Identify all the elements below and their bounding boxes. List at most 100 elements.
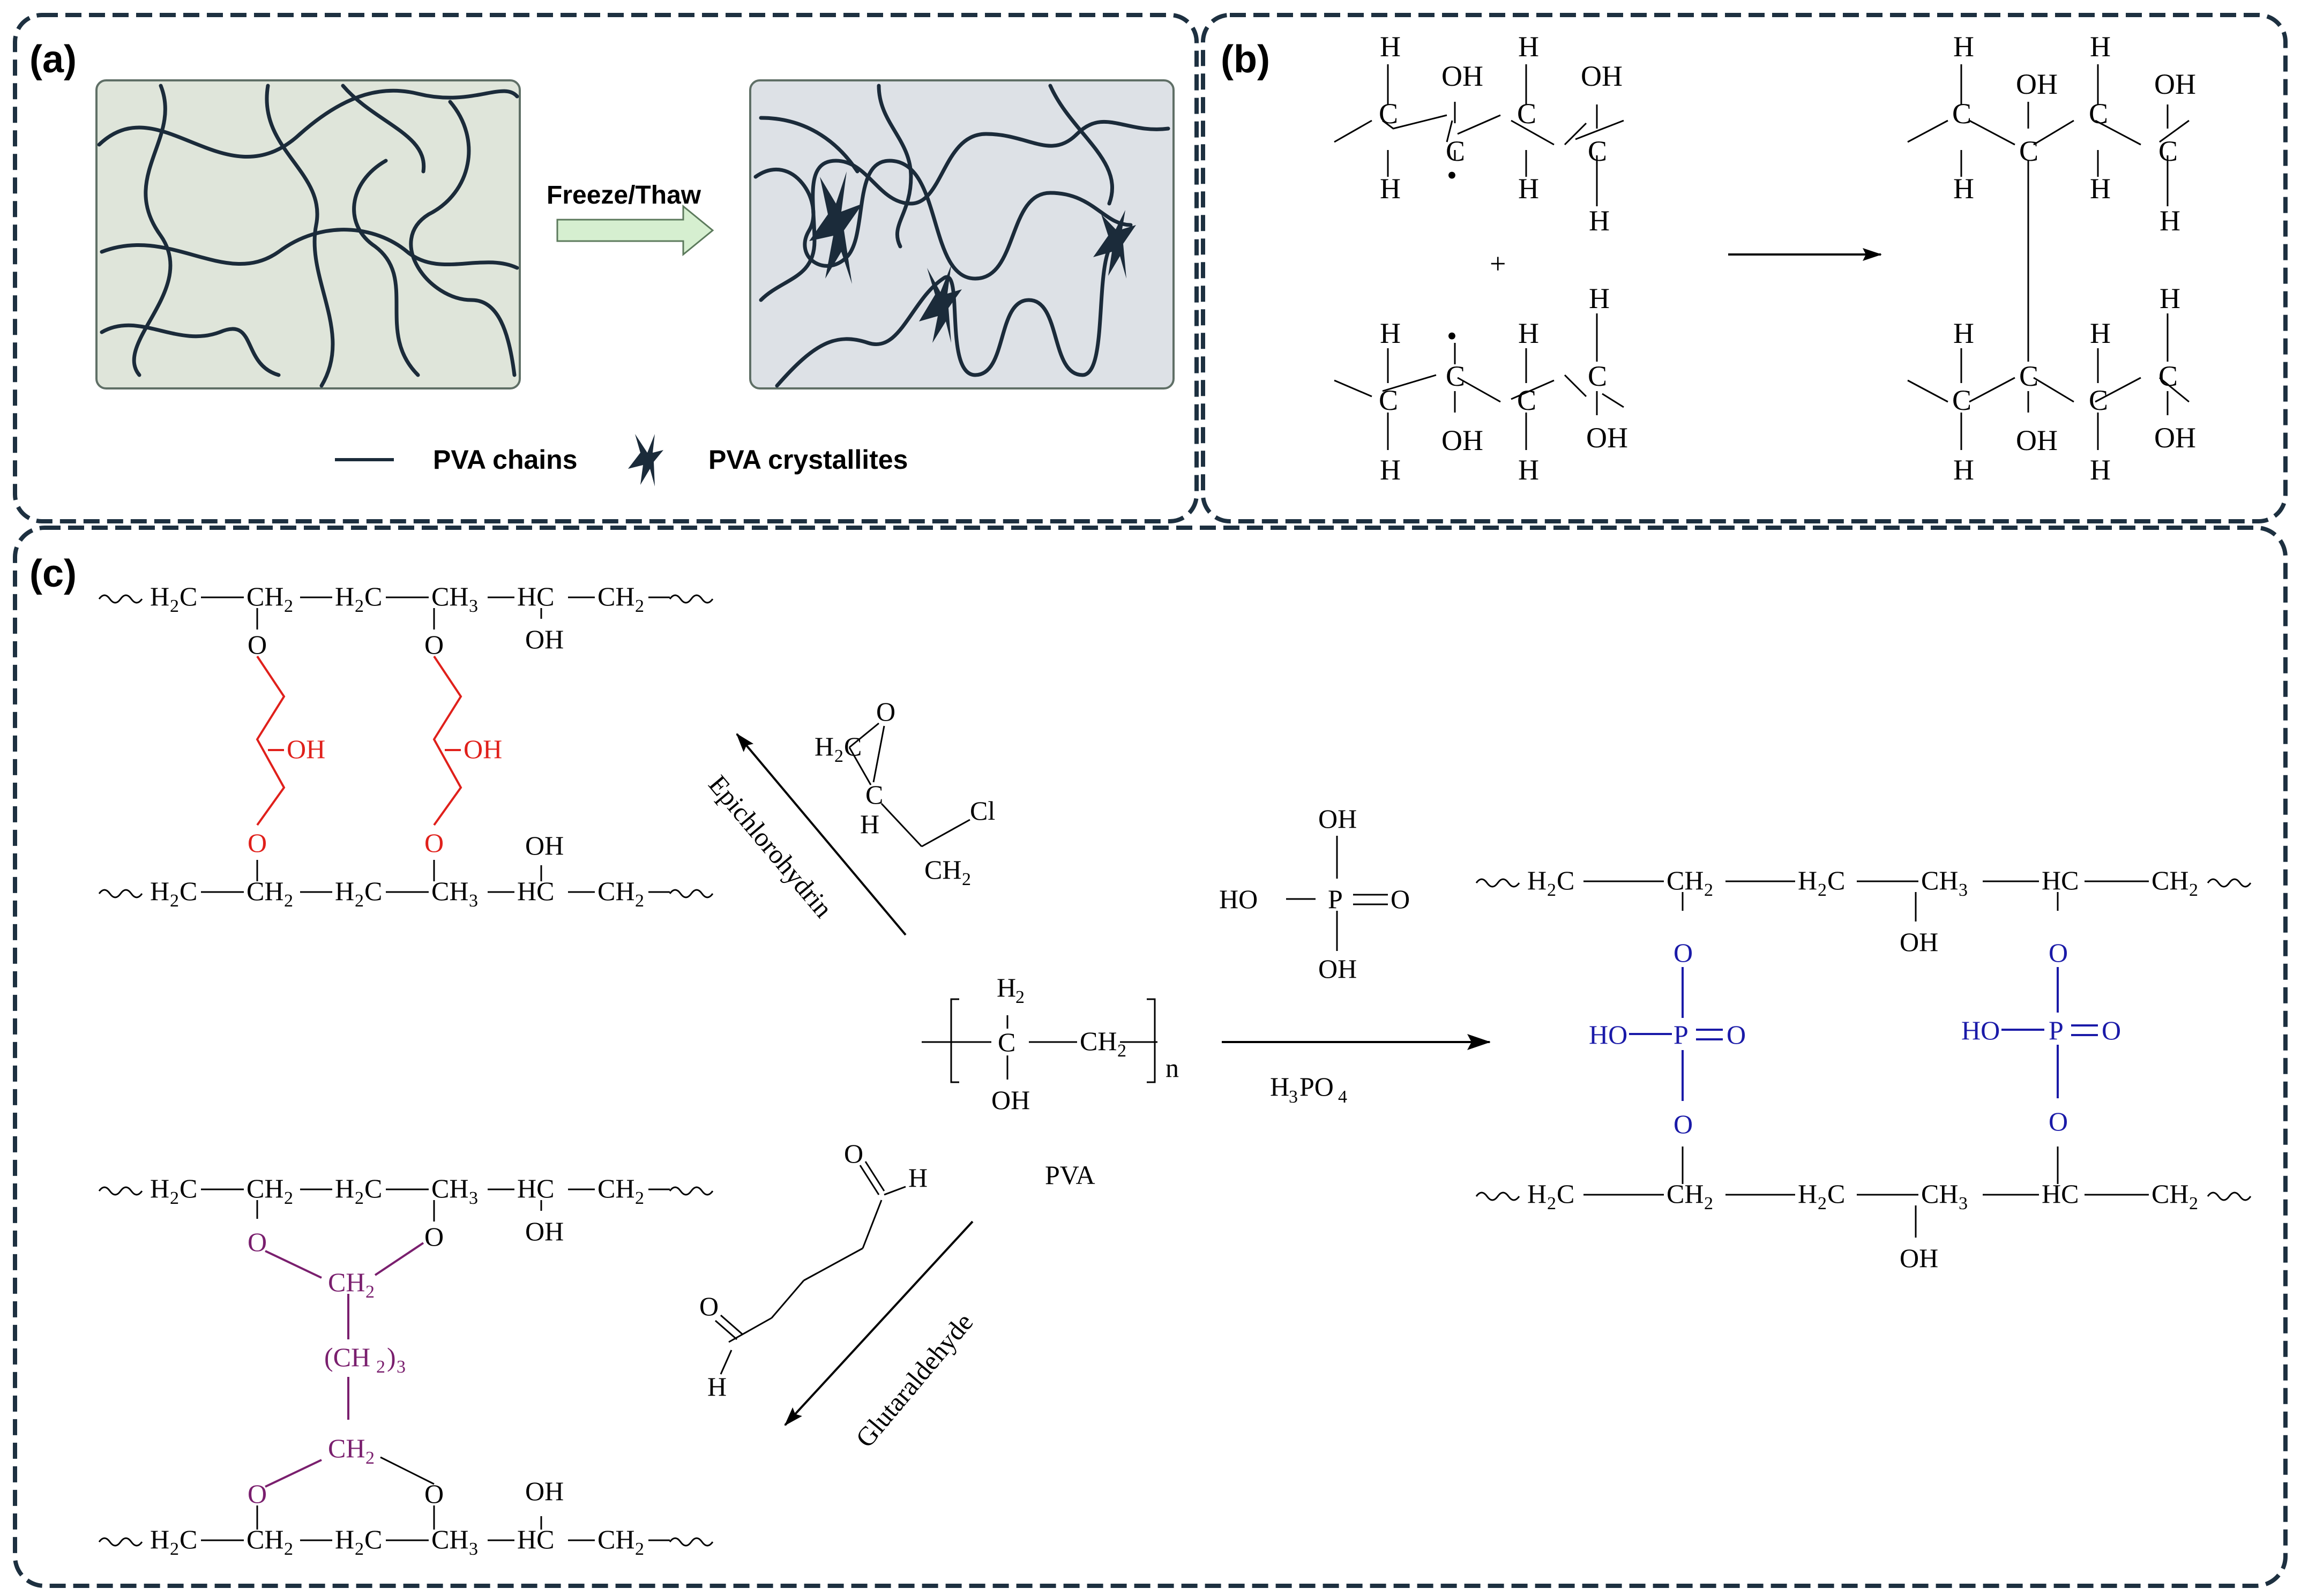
svg-text:CH: CH <box>328 1267 365 1297</box>
svg-text:3: 3 <box>469 891 478 911</box>
svg-text:OH: OH <box>1441 60 1483 92</box>
panel-a-label: (a) <box>29 38 77 81</box>
svg-text:CH: CH <box>431 876 468 906</box>
svg-text:CH: CH <box>1921 865 1958 895</box>
svg-text:H: H <box>2090 454 2111 486</box>
svg-text:OH: OH <box>1441 424 1483 456</box>
svg-text:3: 3 <box>397 1357 406 1377</box>
svg-text:O: O <box>2049 938 2068 968</box>
svg-text:O: O <box>1674 938 1693 968</box>
svg-text:HC: HC <box>517 876 554 906</box>
svg-text:H: H <box>1518 317 1539 349</box>
svg-text:2: 2 <box>962 870 971 889</box>
svg-text:H: H <box>1518 31 1539 63</box>
legend-chains-label: PVA chains <box>433 445 578 475</box>
svg-text:2: 2 <box>355 1539 364 1559</box>
svg-text:H: H <box>2160 205 2180 237</box>
svg-text:O: O <box>1391 884 1410 914</box>
svg-text:O: O <box>2102 1015 2121 1045</box>
svg-text:H: H <box>1589 205 1610 237</box>
svg-text:CH: CH <box>1080 1026 1117 1056</box>
svg-text:C: C <box>1517 98 1536 130</box>
svg-text:C: C <box>180 581 197 611</box>
svg-text:2: 2 <box>2189 880 2198 900</box>
svg-text:Cl: Cl <box>970 796 995 826</box>
pva-crystallites <box>809 171 1136 343</box>
svg-text:H: H <box>1953 173 1974 205</box>
svg-text:OH: OH <box>525 1216 564 1246</box>
svg-text:H: H <box>707 1372 727 1402</box>
svg-text:H: H <box>1380 173 1401 205</box>
svg-text:H: H <box>335 581 354 611</box>
svg-text:OH: OH <box>525 624 564 654</box>
svg-text:HO: HO <box>1961 1015 2000 1045</box>
svg-text:O: O <box>424 1479 444 1509</box>
svg-text:H: H <box>1270 1072 1289 1102</box>
svg-text:2: 2 <box>1704 880 1713 900</box>
svg-text:CH: CH <box>328 1433 365 1463</box>
crosslinked-product-b <box>1907 64 2190 450</box>
svg-text:C: C <box>2019 360 2038 392</box>
svg-text:OH: OH <box>2154 68 2196 100</box>
svg-text:H: H <box>1798 1179 1817 1209</box>
svg-text:CH: CH <box>431 581 468 611</box>
svg-text:OH: OH <box>2154 422 2196 454</box>
svg-text:O: O <box>876 696 895 726</box>
svg-text:CH: CH <box>431 1173 468 1203</box>
svg-text:OH: OH <box>1900 1243 1938 1273</box>
svg-text:OH: OH <box>1900 927 1938 957</box>
svg-text:2: 2 <box>376 1357 385 1377</box>
epichlorohydrin-product: H2CH C CH2 H2C CH3 HC CH2 O O OH OH OH O… <box>98 581 714 911</box>
svg-text:2: 2 <box>2189 1194 2198 1213</box>
svg-text:2: 2 <box>355 891 364 911</box>
svg-text:2: 2 <box>1117 1041 1126 1061</box>
svg-text:H: H <box>335 1173 354 1203</box>
svg-text:2: 2 <box>170 1188 179 1208</box>
glutaraldehyde-label: Glutaraldehyde <box>850 1307 979 1453</box>
svg-text:OH: OH <box>1586 422 1628 454</box>
svg-text:HC: HC <box>517 1173 554 1203</box>
svg-text:H: H <box>815 731 834 761</box>
svg-text:C: C <box>865 780 883 810</box>
svg-text:OH: OH <box>991 1085 1030 1115</box>
svg-text:2: 2 <box>635 891 644 911</box>
svg-text:O: O <box>699 1291 719 1321</box>
svg-text:C: C <box>1517 384 1536 416</box>
svg-text:2: 2 <box>284 596 293 616</box>
svg-text:O: O <box>2049 1106 2068 1136</box>
svg-text:2: 2 <box>284 891 293 911</box>
svg-text:C: C <box>1588 360 1607 392</box>
svg-text:2: 2 <box>170 596 179 616</box>
glutaraldehyde-arrow <box>784 1220 974 1426</box>
svg-text:2: 2 <box>170 1539 179 1559</box>
svg-text:C: C <box>364 1173 382 1203</box>
svg-text:CH: CH <box>597 1524 634 1554</box>
svg-text:2: 2 <box>284 1188 293 1208</box>
svg-text:O: O <box>248 1227 267 1257</box>
svg-text:C: C <box>1557 1179 1574 1209</box>
epichlorohydrin-arrow <box>736 733 907 936</box>
svg-text:3: 3 <box>469 1188 478 1208</box>
svg-text:O: O <box>844 1138 863 1168</box>
svg-text:CH: CH <box>1921 1179 1958 1209</box>
svg-text:3: 3 <box>469 1539 478 1559</box>
panel-b-label: (b) <box>1221 38 1270 81</box>
svg-text:O: O <box>424 1222 444 1252</box>
legend-crystallite-icon <box>628 434 663 486</box>
svg-text:C: C <box>2019 135 2038 167</box>
svg-text:OH: OH <box>287 734 325 764</box>
svg-text:2: 2 <box>1704 1194 1713 1213</box>
svg-text:CH: CH <box>597 581 634 611</box>
svg-text:2: 2 <box>284 1539 293 1559</box>
svg-text:C: C <box>1446 135 1465 167</box>
svg-text:2: 2 <box>635 1539 644 1559</box>
radical-chain-bottom <box>1334 313 1624 450</box>
svg-text:H: H <box>1953 31 1974 63</box>
epichlorohydrin-label: Epichlorohydrin <box>703 769 839 923</box>
svg-text:HC: HC <box>517 581 554 611</box>
svg-text:H: H <box>1798 865 1817 895</box>
svg-text:2: 2 <box>1818 880 1827 900</box>
